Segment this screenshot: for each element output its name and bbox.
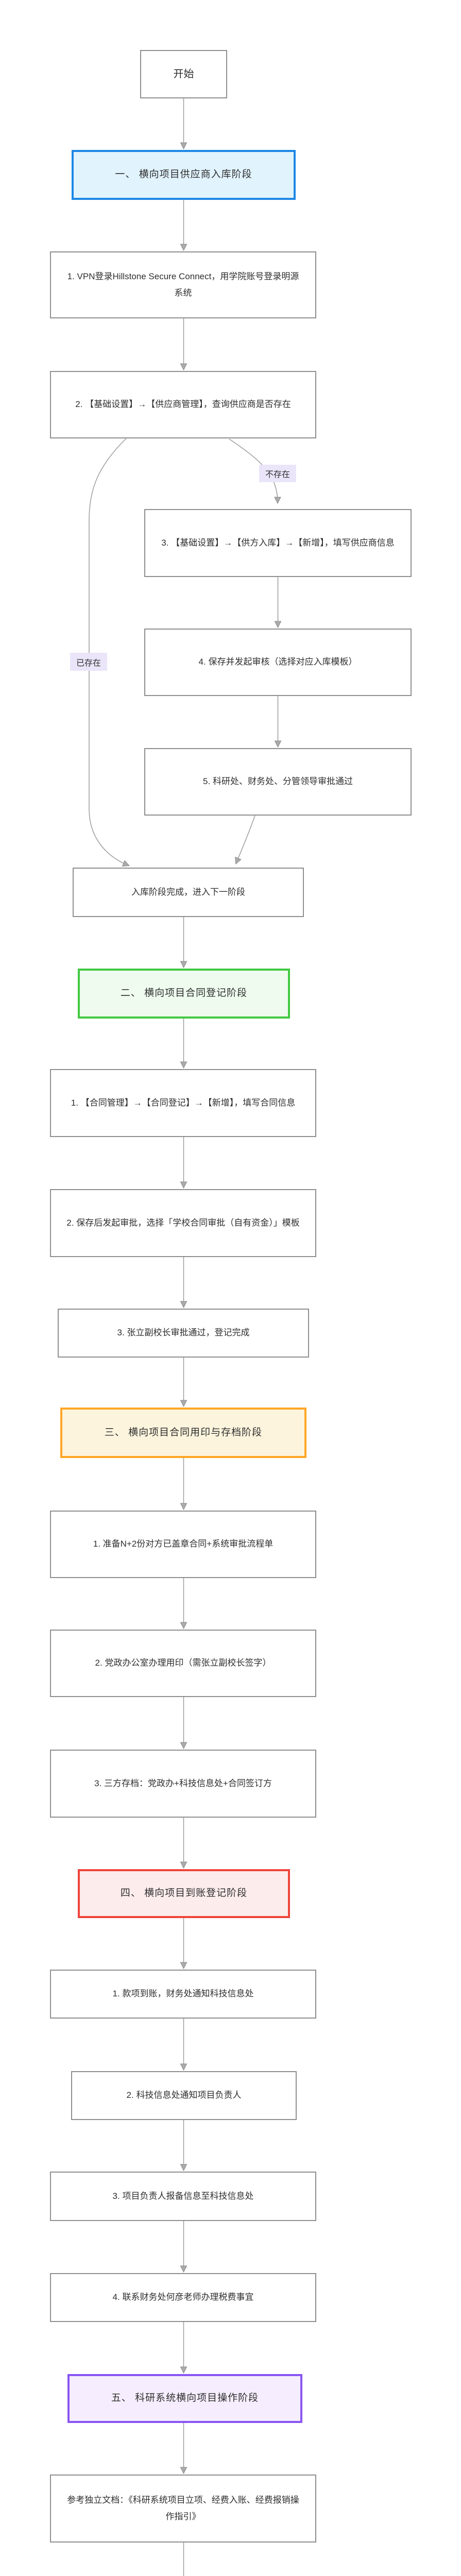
step-1-1: 1. VPN登录Hillstone Secure Connect，用学院账号登录… bbox=[50, 251, 316, 318]
step-4-4: 4. 联系财务处何彦老师办理税费事宜 bbox=[50, 2273, 316, 2322]
step-4-3: 3. 项目负责人报备信息至科技信息处 bbox=[50, 2172, 316, 2221]
step-3-2: 2. 党政办公室办理用印（需张立副校长签字） bbox=[50, 1630, 316, 1697]
step-2-1: 1. 【合同管理】→【合同登记】→【新增】，填写合同信息 bbox=[50, 1069, 316, 1137]
stage-1-complete-node: 入库阶段完成，进入下一阶段 bbox=[73, 868, 304, 917]
stage-3-header: 三、 横向项目合同用印与存档阶段 bbox=[60, 1408, 306, 1458]
step-4-1: 1. 款项到账，财务处通知科技信息处 bbox=[50, 1970, 316, 2019]
step-1-2-decision: 2. 【基础设置】→【供应商管理】，查询供应商是否存在 bbox=[50, 371, 316, 438]
step-3-1: 1. 准备N+2份对方已盖章合同+系统审批流程单 bbox=[50, 1511, 316, 1578]
stage-1-header: 一、 横向项目供应商入库阶段 bbox=[72, 150, 296, 200]
step-1-3: 3. 【基础设置】→【供方入库】→【新增】，填写供应商信息 bbox=[144, 509, 412, 577]
step-1-4: 4. 保存并发起审核（选择对应入库模板） bbox=[144, 629, 412, 696]
edge-label-exists: 已存在 bbox=[70, 653, 107, 671]
stage-4-header: 四、 横向项目到账登记阶段 bbox=[78, 1869, 290, 1918]
step-3-3: 3. 三方存档：党政办+科技信息处+合同签订方 bbox=[50, 1750, 316, 1818]
flow-edge-exists bbox=[89, 438, 129, 866]
start-node: 开始 bbox=[140, 50, 227, 98]
step-2-3: 3. 张立副校长审批通过，登记完成 bbox=[58, 1309, 309, 1358]
edge-label-not-exists: 不存在 bbox=[259, 465, 296, 482]
step-2-2: 2. 保存后发起审批，选择「学校合同审批（自有资金）」模板 bbox=[50, 1189, 316, 1257]
stage-5-header: 五、 科研系统横向项目操作阶段 bbox=[67, 2374, 302, 2423]
stage-2-header: 二、 横向项目合同登记阶段 bbox=[78, 969, 290, 1019]
step-4-2: 2. 科技信息处通知项目负责人 bbox=[71, 2071, 297, 2120]
flow-edge bbox=[236, 815, 255, 863]
step-5-1-reference-doc: 参考独立文档：《科研系统项目立项、经费入账、经费报销操作指引》 bbox=[50, 2475, 316, 2543]
step-1-5: 5. 科研处、财务处、分管领导审批通过 bbox=[144, 748, 412, 816]
